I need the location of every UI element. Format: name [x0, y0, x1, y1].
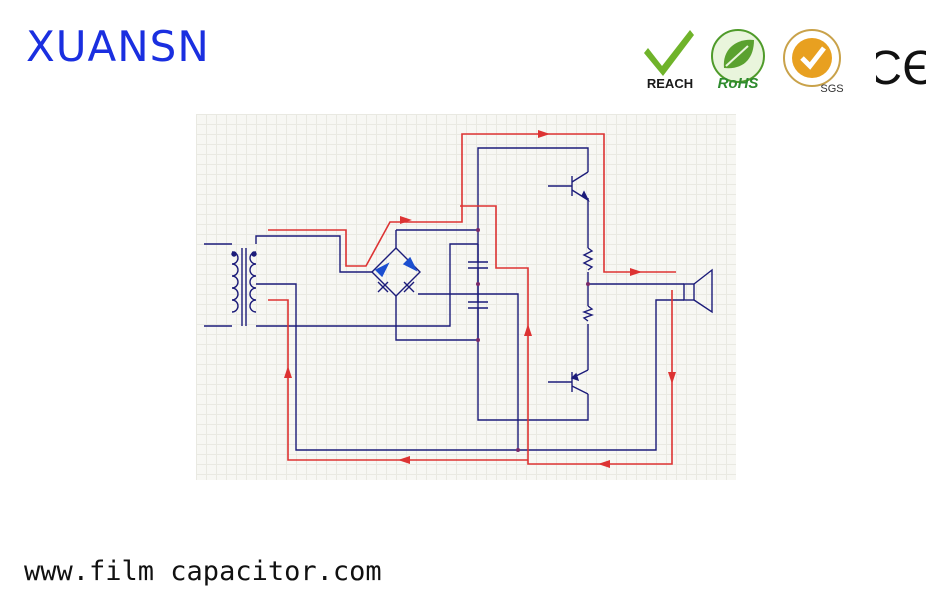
junction-dots [476, 228, 590, 452]
reach-check-icon [644, 30, 694, 76]
reach-label: REACH [647, 76, 693, 91]
rohs-label: RoHS [718, 75, 759, 92]
sgs-label: SGS [820, 83, 843, 95]
brand-title: XUANSN [26, 22, 210, 71]
sgs-seal-icon [783, 29, 841, 87]
circuit-wires [204, 147, 684, 451]
circuit-diagram [196, 114, 736, 480]
current-flow-path [268, 133, 676, 465]
arrow-down-icon [668, 372, 676, 384]
transistor-symbols [570, 171, 590, 395]
ce-mark-icon: CЄ [876, 42, 926, 94]
resistor-symbols [582, 247, 594, 322]
arrow-right-icon [400, 216, 412, 224]
arrow-right-icon [538, 130, 550, 138]
arrow-up-icon [284, 366, 292, 378]
ce-logo: CЄ [876, 42, 926, 94]
rohs-logo: RoHS [711, 29, 765, 92]
capacitor-symbols [468, 244, 488, 340]
circuit-svg [204, 130, 713, 468]
arrow-left-icon [598, 460, 610, 468]
arrow-left-icon [398, 456, 410, 464]
rohs-leaf-icon [711, 29, 765, 83]
arrow-right-icon [630, 268, 642, 276]
diode-bridge-symbol [371, 230, 421, 316]
sgs-logo: SGS [783, 29, 844, 95]
reach-logo: REACH [644, 30, 694, 91]
website-url: www.film capacitor.com [24, 556, 382, 587]
speaker-symbol [683, 268, 713, 314]
current-arrows [284, 130, 676, 468]
arrow-up-icon [524, 324, 532, 336]
certification-logos: REACH RoHS SGS CЄ [640, 26, 930, 101]
transformer-symbol [231, 248, 257, 326]
